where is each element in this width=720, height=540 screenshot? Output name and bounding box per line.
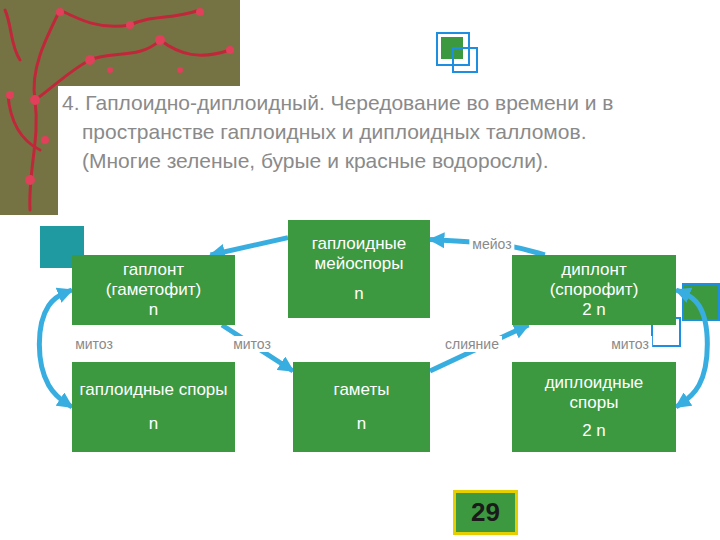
node-label: гаплонт (гаметофит) [78,260,229,300]
node-label: гаплоидные споры [79,380,227,400]
node-label: 29 [471,497,500,528]
process-label: митоз [230,336,274,352]
stage-box: гаплоидные мейоспоры n [288,220,430,318]
stage-box: гаметы n [293,362,430,452]
stage-box: гаплонт (гаметофит)n [72,255,235,325]
cycle-arrow [39,290,72,407]
stage-box: диплонт (спорофит)2 n [512,255,676,325]
ploidy-label: 2 n [582,421,606,441]
ploidy-label: n [149,300,158,320]
stage-box: гаплоидные споры n [72,362,235,452]
process-label: митоз [72,336,116,352]
page-number: 29 [453,490,518,535]
process-label: митоз [608,336,652,352]
node-label: диплоидные споры [518,373,670,413]
node-label: гаплоидные мейоспоры [294,234,424,274]
process-label: слияние [442,336,502,352]
ploidy-label: n [149,414,158,434]
node-label: диплонт (спорофит) [518,260,670,300]
cycle-arrow [211,238,288,255]
process-label: мейоз [469,236,514,252]
node-label: гаметы [334,380,390,400]
ploidy-label: 2 n [582,300,606,320]
stage-box: диплоидные споры 2 n [512,362,676,452]
ploidy-label: n [354,284,363,304]
corner-squares [40,33,719,346]
cycle-arrow [676,290,707,407]
ploidy-label: n [357,414,366,434]
square-outline [453,48,477,72]
slide-title: 4. Гаплоидно-диплоидный. Чередование во … [62,88,662,175]
